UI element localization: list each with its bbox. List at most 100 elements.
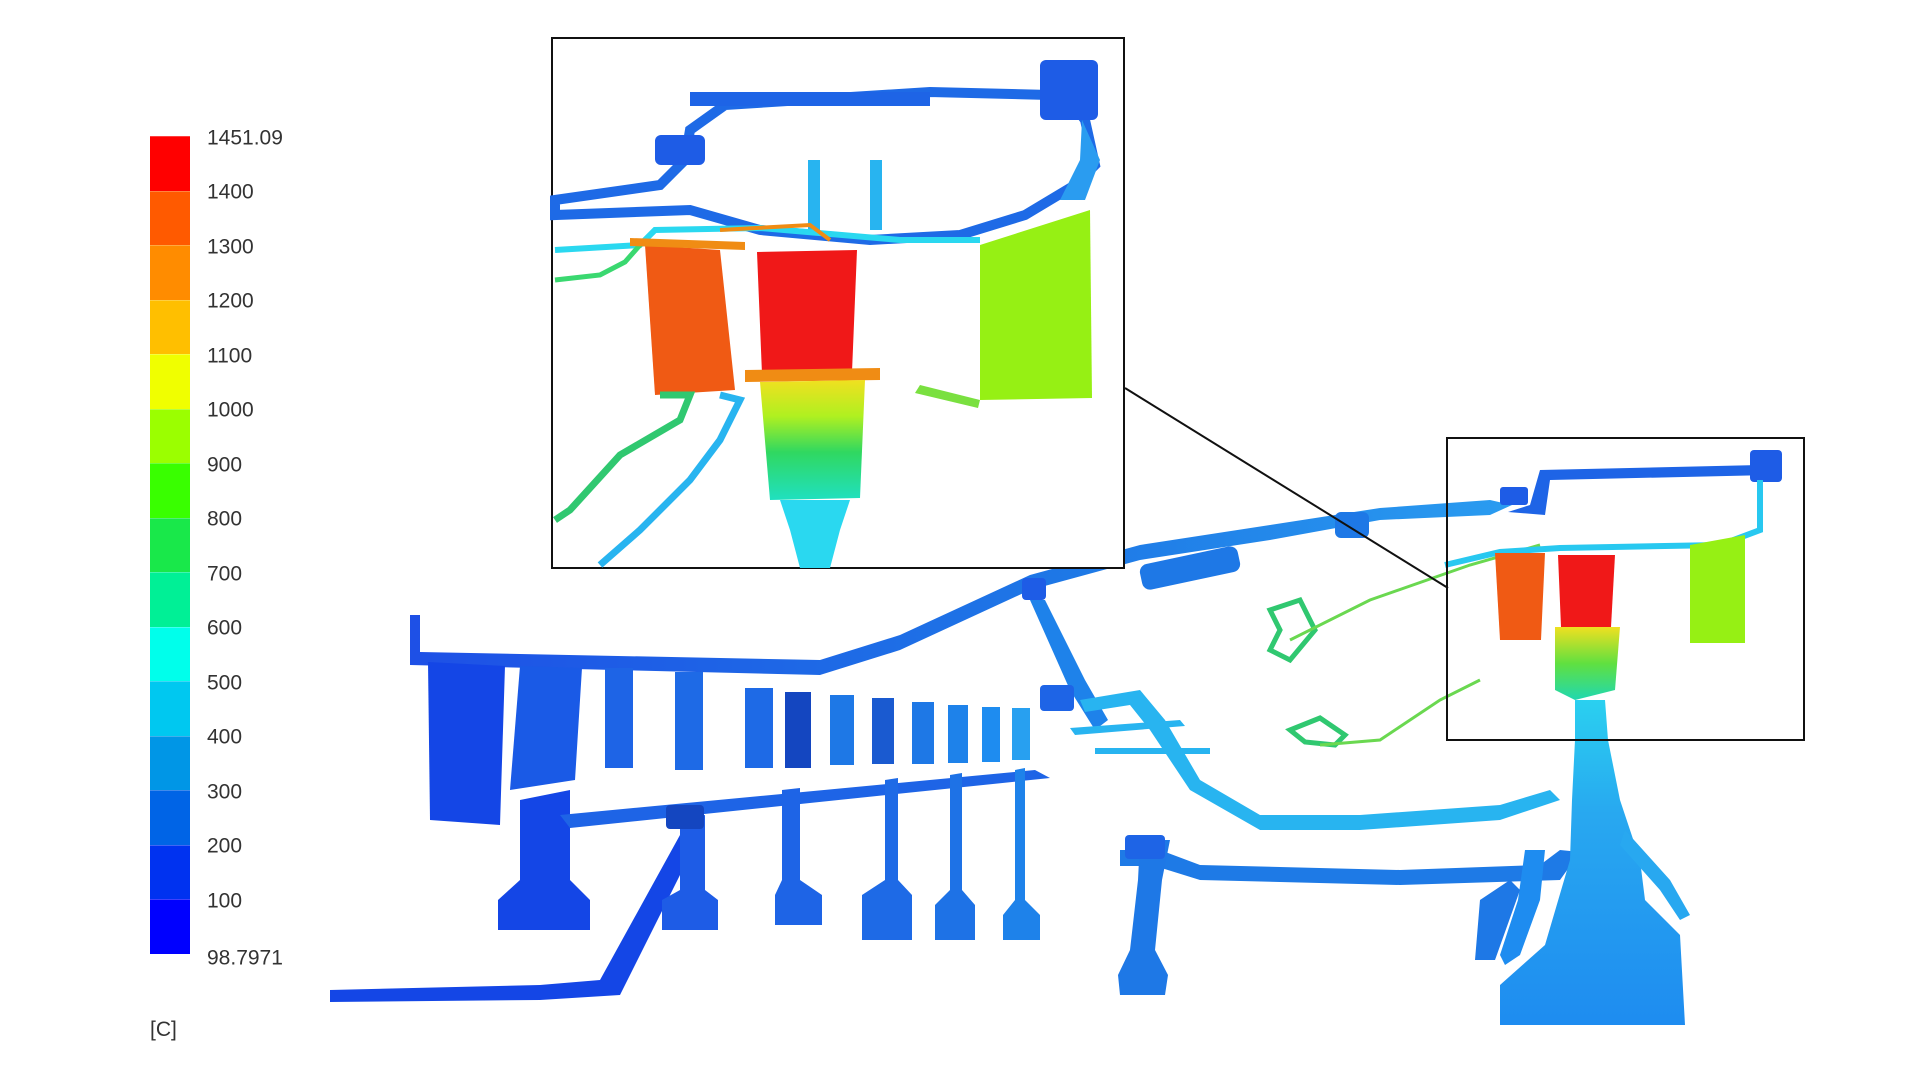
inset-vane-stub-2 [870,160,882,230]
inset-rotor-platform [745,368,880,382]
zoom-connector [1124,387,1449,589]
legend-tick-label: 1000 [207,398,254,422]
legend-tick-label: 1400 [207,180,254,204]
legend-colorbar [150,136,190,954]
compressor-blade [675,672,703,770]
combustor-line-2 [1319,678,1481,747]
inset-rotor-blade [757,250,857,374]
casing-flange-2 [1335,512,1369,538]
compressor-disk [935,773,975,940]
casing-strut [1030,600,1108,730]
legend-swatch [150,245,190,300]
legend-unit: [C] [150,1018,177,1041]
compressor-drum [560,770,1050,828]
legend-tick-label: 1100 [207,344,253,367]
inset-rotor-root [760,380,865,500]
hpt-casing [1508,465,1770,515]
hpt-disk [1500,700,1685,1025]
legend-swatch [150,899,190,954]
inset-second-stator-seal [915,385,980,408]
combustor-liner-2 [1285,715,1349,748]
legend-tick-label: 400 [207,725,243,749]
main-section [330,450,1782,1025]
legend-tick-label: 300 [207,780,243,803]
legend-tick-label: 1300 [207,235,254,258]
fan-stage [330,662,700,1002]
legend-tick-label: 100 [207,889,243,912]
mid-disk [1118,840,1170,995]
legend-swatch [150,190,190,245]
compressor-blade [1012,708,1030,760]
compressor-blade [982,707,1000,762]
legend-tick-label: 200 [207,834,243,858]
inset-flange-left [655,135,705,165]
legend-swatch [150,790,190,845]
support-flange [1040,685,1074,711]
compressor-blade [785,692,811,768]
legend-swatch [150,844,190,899]
compressor-blade [948,705,968,763]
compressor-blade [912,702,934,764]
mid-bearing [1125,835,1165,859]
hp-shaft [1120,850,1580,885]
diffuser [1070,720,1185,735]
inset-nozzle-vane [645,245,735,395]
compressor-disk [862,778,912,940]
inner-casing [1080,690,1560,830]
compressor-stages [560,668,1050,940]
legend-tick-label: 700 [207,562,243,585]
legend-tick-label: 900 [207,453,243,476]
outer-casing [410,500,1512,675]
legend-swatch [150,136,190,191]
compressor-blade [745,688,773,768]
casing-bulge [1139,546,1241,590]
hpt-flange [1750,450,1782,482]
compressor-disk [1003,768,1040,940]
inset-forward-arm-2 [597,391,746,568]
fan-disk [498,790,590,930]
hpt-front-seal [1475,880,1520,960]
legend-swatch [150,517,190,572]
legend-swatch [150,408,190,463]
nozzle-vane [1495,553,1545,640]
compressor-disk [662,815,718,930]
compressor-blade [605,668,633,768]
inset-flange-right [1040,60,1098,120]
compressor-disk [775,788,822,925]
inset-nozzle-platform [630,238,745,250]
hpt-aft-arm [1620,830,1690,920]
fan-blade [428,662,505,825]
legend-min-label: 98.7971 [207,946,283,970]
casing-flange [1022,578,1046,600]
zoom-inset-main-box [1446,437,1805,741]
inset-green-duct [554,243,642,283]
diffuser-2 [1095,748,1210,754]
zoom-inset [550,37,1125,569]
inset-forward-arm [553,391,696,523]
legend-swatch [150,681,190,736]
legend-tick-label: 800 [207,507,243,531]
combustor-liner [1266,596,1318,664]
inset-strut [1060,120,1100,200]
compressor-blade [830,695,854,765]
hpt-flange-left [1500,487,1528,505]
legend-tick-label: 600 [207,616,243,640]
hp-turbine-main [1444,450,1782,1025]
legend-tick-label: 500 [207,671,243,694]
inset-disk-neck [780,500,850,568]
second-stator [1690,535,1745,643]
inset-vane-stub [808,160,820,230]
compressor-blade [872,698,894,764]
legend-swatch [150,626,190,681]
inset-seal-ring [719,222,832,242]
inset-casing-top [690,92,930,106]
hpt-outer-duct [1444,480,1763,568]
legend-swatch [150,572,190,627]
shaft-bearing [666,805,704,829]
legend-swatch [150,735,190,790]
rotor-blade [1558,555,1615,627]
rotor-root [1555,627,1620,700]
